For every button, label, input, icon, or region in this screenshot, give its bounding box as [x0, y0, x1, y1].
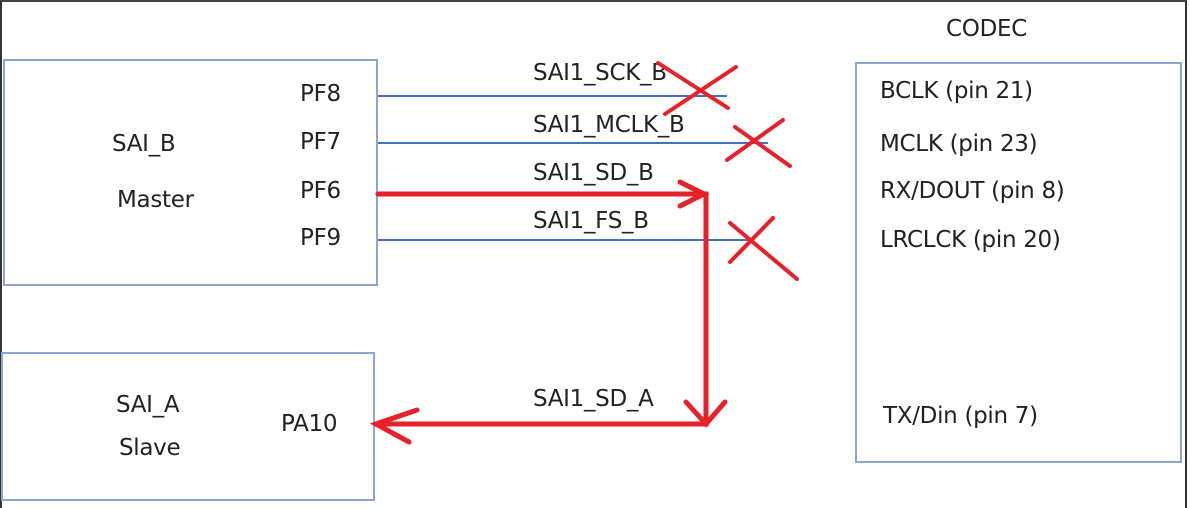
slave-name: SAI_A: [116, 392, 180, 418]
pin-pf6: PF6: [300, 178, 341, 204]
pin-pf7: PF7: [300, 129, 341, 155]
pin-pa10: PA10: [281, 411, 338, 437]
arrow-down-icon: [683, 399, 728, 428]
slave-role: Slave: [119, 435, 181, 461]
signal-sck-label: SAI1_SCK_B: [533, 60, 667, 86]
master-name: SAI_B: [112, 131, 176, 157]
codec-pin-tx-din: TX/Din (pin 7): [883, 403, 1038, 429]
codec-box: [855, 62, 1182, 463]
pin-pf8: PF8: [300, 81, 341, 107]
codec-title: CODEC: [946, 16, 1027, 42]
signal-mclk-label: SAI1_MCLK_B: [533, 112, 685, 138]
sd-route: [373, 191, 709, 427]
codec-pin-mclk: MCLK (pin 23): [880, 131, 1038, 157]
signal-fs-label: SAI1_FS_B: [533, 208, 649, 234]
codec-pin-bclk: BCLK (pin 21): [880, 78, 1033, 104]
master-box: [3, 59, 378, 286]
codec-pin-rx-dout: RX/DOUT (pin 8): [880, 178, 1065, 204]
signal-sd-b-label: SAI1_SD_B: [533, 160, 654, 186]
arrow-left-icon: [369, 407, 420, 445]
cross-mclk-icon: [733, 125, 792, 168]
arrow-right-icon: [677, 179, 710, 209]
cross-fs-icon: [728, 221, 799, 281]
codec-pin-lrclck: LRCLCK (pin 20): [880, 227, 1061, 253]
master-role: Master: [117, 187, 194, 213]
slave-box: [1, 352, 375, 501]
pin-pf9: PF9: [300, 225, 341, 251]
cross-sck-icon: [656, 61, 730, 110]
signal-sd-a-label: SAI1_SD_A: [533, 386, 654, 412]
